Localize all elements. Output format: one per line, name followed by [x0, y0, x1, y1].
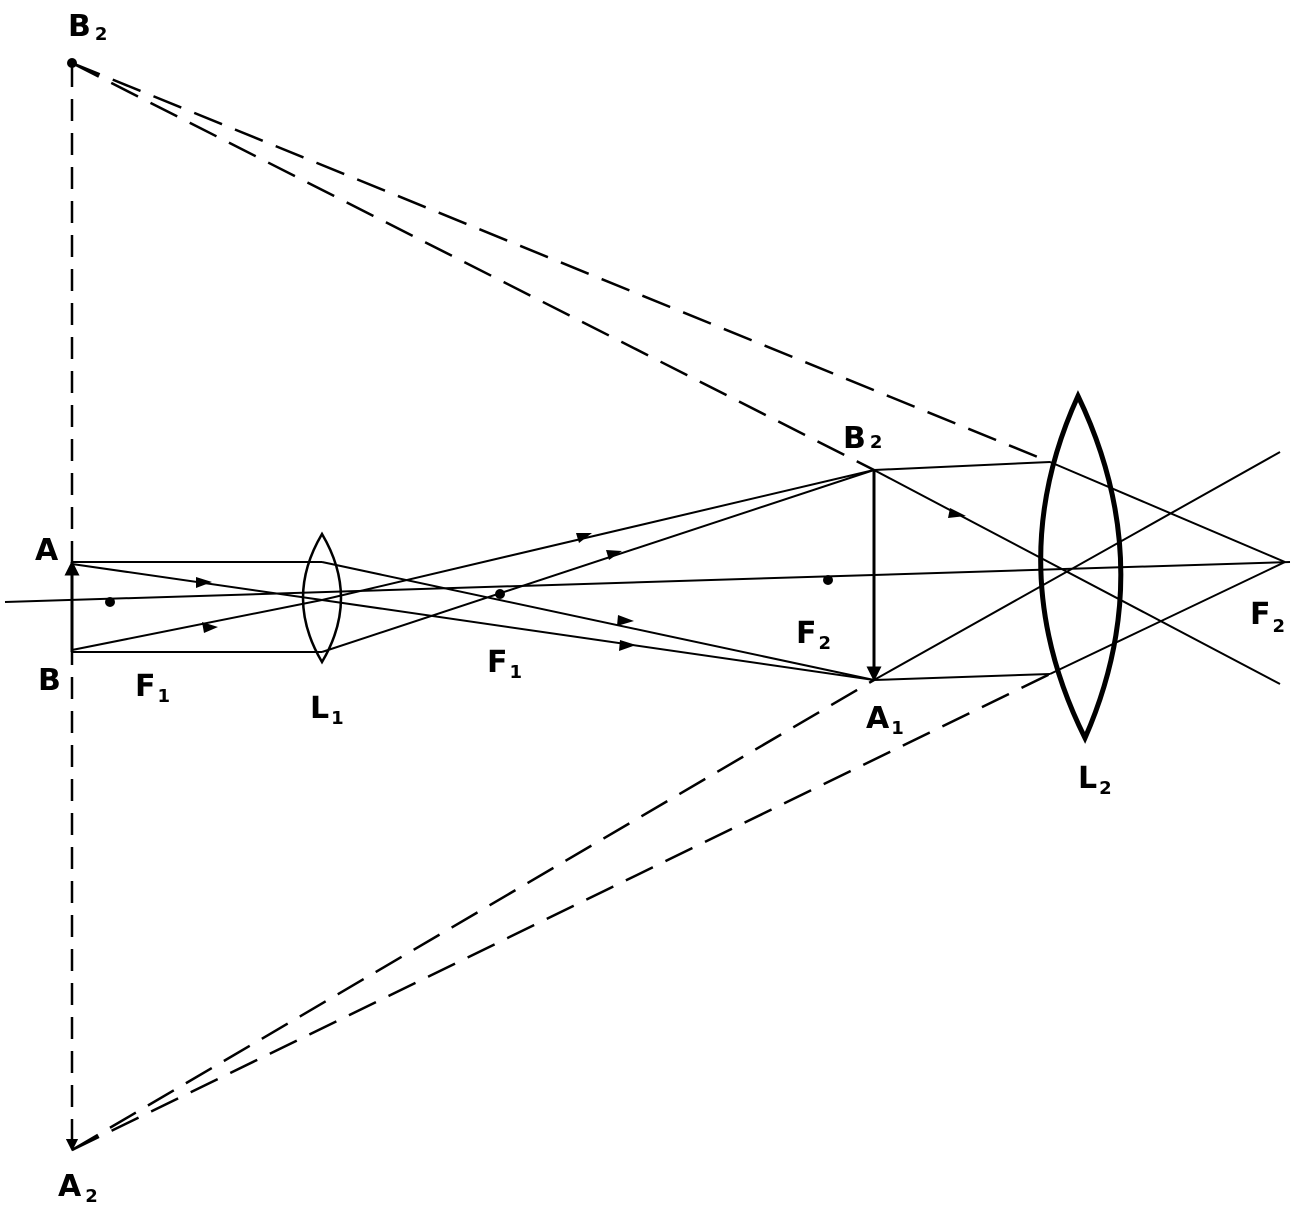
lens-l2 [1038, 390, 1124, 744]
dashed-construction-lines [71, 61, 1051, 1152]
lens-l1 [301, 531, 343, 665]
rays-l1-to-image [321, 469, 875, 681]
label-b: B [38, 663, 61, 698]
ray-arrowheads-left [196, 577, 218, 633]
ray-arrowhead-l2 [948, 508, 966, 518]
ray-arrowheads-mid [576, 533, 636, 651]
optical-axis [4, 561, 1291, 603]
rays-object-side [71, 561, 323, 653]
rays-l2-side [873, 451, 1286, 685]
focal-points [67, 58, 833, 607]
label-a: A [35, 533, 59, 568]
